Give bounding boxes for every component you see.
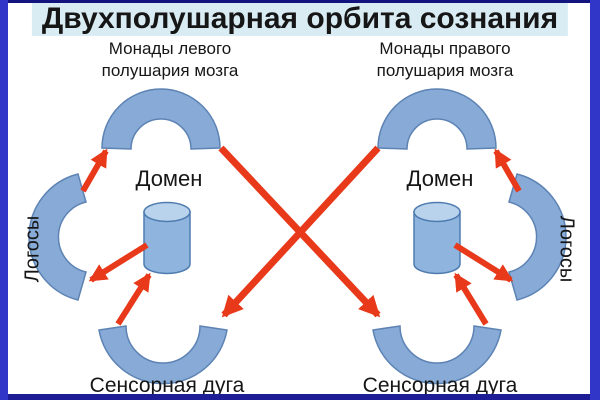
right-orbit-logos-arc: [508, 173, 567, 301]
left-monads-line1: Монады левого: [108, 39, 232, 58]
left-sensory-to-domain-arrow: [115, 272, 152, 326]
frame-border-left: [0, 0, 8, 400]
right-orbit-sensory-arc: [372, 325, 502, 385]
left-sensory-label: Сенсорная дуга: [89, 374, 245, 397]
frame-border-top: [0, 0, 600, 3]
left-domain-cylinder: [143, 211, 191, 275]
right-monads-label: Монады правого полушария мозга: [377, 38, 514, 82]
frame-border-right: [590, 0, 600, 400]
right-logos-to-top-arrow: [493, 148, 522, 193]
left-orbit-logos-arc: [28, 173, 87, 301]
right-domain-cylinder-top: [413, 201, 461, 223]
right-monads-line2: полушария мозга: [376, 61, 514, 80]
left-monads-label: Монады левого полушария мозга: [102, 38, 239, 82]
right-sensory-label: Сенсорная дуга: [362, 374, 518, 397]
left-logos-label: Логосы: [21, 215, 44, 283]
right-logos-label: Логосы: [555, 215, 578, 283]
left-orbit-top-arc: [101, 88, 221, 150]
right-sensory-to-domain-arrow: [453, 272, 489, 326]
right-domain-label: Домен: [406, 166, 474, 191]
right-orbit-top-arc: [377, 88, 497, 150]
cross-arrow-right-to-left: [221, 145, 381, 318]
left-monads-line2: полушария мозга: [101, 61, 239, 80]
page-title: Двухполушарная орбита сознания: [31, 2, 569, 36]
left-domain-label: Домен: [135, 166, 203, 191]
left-orbit-sensory-arc: [98, 325, 228, 385]
left-logos-to-top-arrow: [80, 148, 109, 193]
left-domain-to-logos-arrow: [88, 242, 149, 283]
frame-border-bottom: [0, 394, 600, 400]
right-monads-line1: Монады правого: [379, 39, 511, 58]
right-domain-cylinder: [413, 211, 461, 275]
left-domain-cylinder-top: [143, 201, 191, 223]
right-domain-to-logos-arrow: [453, 242, 514, 283]
